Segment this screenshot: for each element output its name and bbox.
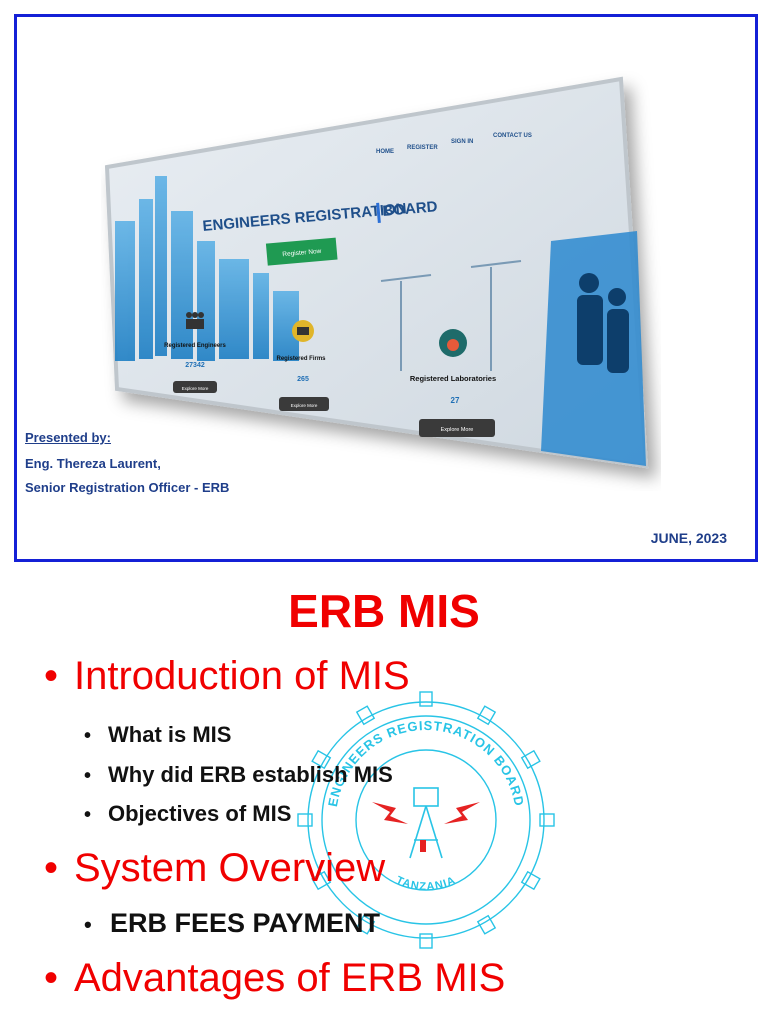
stat-engineers-label: Registered Engineers [164, 343, 226, 349]
stat-laboratories-value: 27 [451, 396, 460, 405]
sub-bullet-objectives: •Objectives of MIS [84, 801, 292, 826]
erb-logo-watermark: ENGINEERS REGISTRATION BOARD TANZANIA [297, 691, 555, 949]
sub-bullet-text: What is MIS [108, 722, 232, 747]
bullet-advantages-text: Advantages of ERB MIS [74, 956, 506, 1000]
workers-silhouette [577, 273, 629, 373]
presenter-role: Senior Registration Officer - ERB [25, 480, 230, 495]
sub-bullet-text: ERB FEES PAYMENT [110, 908, 381, 938]
explore-more-engineers-label: Explore More [182, 386, 209, 391]
stat-card-laboratories: Registered Laboratories 27 Explore More [410, 329, 496, 437]
sub-bullet-fees-payment: •ERB FEES PAYMENT [84, 908, 381, 938]
compass-icon [409, 787, 443, 859]
website-screenshot-graphic: HOME REGISTER SIGN IN CONTACT US ENGINEE… [104, 76, 649, 469]
gear-icon [297, 691, 555, 949]
stat-card-engineers: Registered Engineers 27342 Explore More [164, 312, 227, 393]
sub-bullet-why-establish: •Why did ERB establish MIS [84, 762, 393, 787]
title-divider [376, 202, 381, 223]
register-now-label: Register Now [282, 248, 322, 258]
nav-contact-us: CONTACT US [493, 133, 532, 139]
presented-by-label: Presented by: [25, 430, 111, 445]
lightning-bolt-icon [372, 802, 480, 824]
stat-firms-value: 265 [297, 376, 309, 383]
nav-home: HOME [376, 149, 394, 155]
bullet-advantages: •Advantages of ERB MIS [44, 956, 506, 1000]
stat-firms-label: Registered Firms [276, 356, 326, 362]
explore-more-engineers-button[interactable] [173, 381, 217, 393]
sub-bullet-what-is-mis: •What is MIS [84, 722, 232, 747]
explore-more-laboratories-label: Explore More [441, 427, 474, 433]
slide-title: ERB MIS [288, 585, 480, 637]
stat-card-firms: Registered Firms 265 Explore More [276, 320, 329, 411]
stat-laboratories-label: Registered Laboratories [410, 374, 496, 383]
stat-engineers-value: 27342 [185, 362, 205, 369]
explore-more-laboratories-button[interactable] [419, 419, 495, 437]
bullet-system-overview-text: System Overview [74, 846, 386, 890]
sub-bullet-text: Objectives of MIS [108, 801, 292, 826]
engineers-icon [186, 312, 204, 329]
bullet-introduction: •Introduction of MIS [44, 654, 410, 698]
website-screenshot: HOME REGISTER SIGN IN CONTACT US ENGINEE… [101, 71, 661, 491]
crane-icon [380, 260, 522, 371]
agenda-slide: ENGINEERS REGISTRATION BOARD TANZANIA ER… [0, 572, 768, 1024]
nav-sign-in: SIGN IN [451, 139, 473, 145]
nav-register: REGISTER [407, 145, 438, 151]
bullet-introduction-text: Introduction of MIS [74, 654, 410, 698]
site-title-right: BOARD [382, 198, 438, 220]
register-now-button[interactable] [265, 237, 338, 266]
explore-more-firms-button[interactable] [279, 397, 329, 411]
presenter-name: Eng. Thereza Laurent, [25, 456, 161, 471]
explore-more-firms-label: Explore More [291, 403, 318, 408]
city-skyline-left [115, 176, 299, 361]
bullet-system-overview: •System Overview [44, 846, 386, 890]
title-slide: HOME REGISTER SIGN IN CONTACT US ENGINEE… [14, 14, 758, 562]
sub-bullet-text: Why did ERB establish MIS [108, 762, 393, 787]
watermark-bottom-text: TANZANIA [394, 874, 458, 893]
presentation-date: JUNE, 2023 [650, 530, 727, 546]
